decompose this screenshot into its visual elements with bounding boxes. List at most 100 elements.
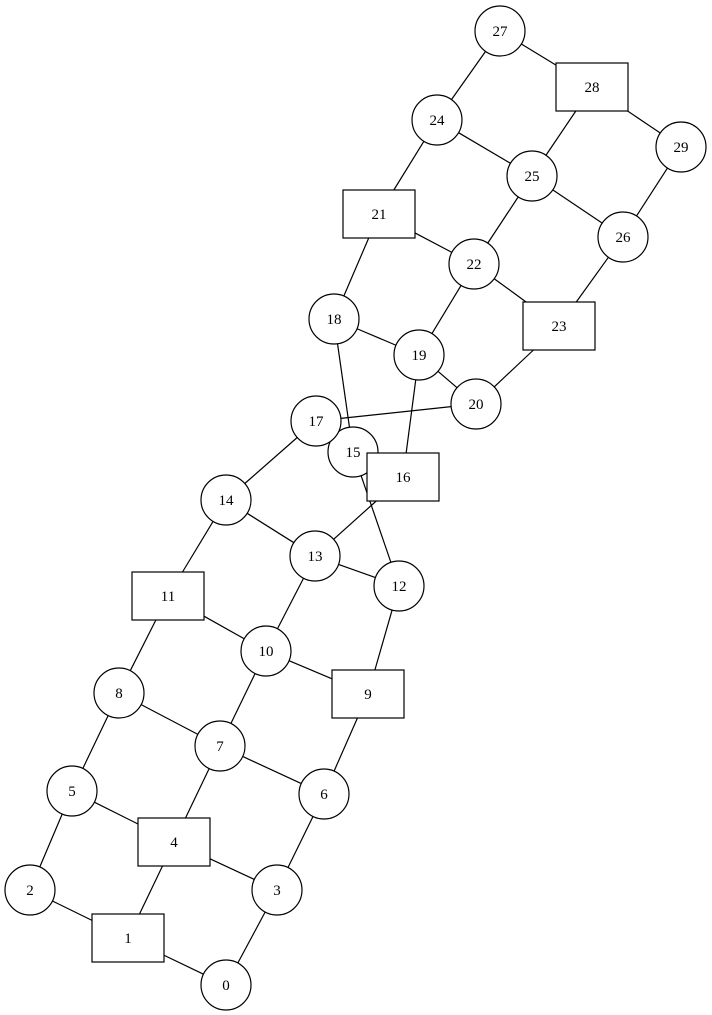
node-label: 14 xyxy=(219,493,235,509)
node-24: 24 xyxy=(411,94,463,146)
edge-22-25 xyxy=(487,196,519,244)
node-circle xyxy=(450,378,502,430)
edge-21-22 xyxy=(414,232,453,253)
node-label: 19 xyxy=(412,348,427,364)
edge-18-21 xyxy=(343,237,370,297)
edge-13-16 xyxy=(333,500,377,540)
node-13: 13 xyxy=(289,530,341,582)
edge-7-10 xyxy=(230,673,256,724)
edge-15-18 xyxy=(336,343,351,428)
node-label: 20 xyxy=(469,397,484,413)
node-circle xyxy=(308,293,360,345)
node-15: 15 xyxy=(327,426,379,478)
node-1: 1 xyxy=(91,913,165,963)
node-27: 27 xyxy=(474,5,526,57)
node-11: 11 xyxy=(131,571,205,621)
node-circle xyxy=(298,768,350,820)
edge-25-28 xyxy=(545,110,577,156)
node-label: 13 xyxy=(308,549,323,565)
edge-14-17 xyxy=(244,437,298,484)
node-circle xyxy=(290,395,342,447)
node-circle xyxy=(4,864,56,916)
edge-4-7 xyxy=(184,768,210,819)
node-label: 15 xyxy=(346,445,361,461)
edge-28-29 xyxy=(627,110,661,134)
edge-23-26 xyxy=(575,256,609,303)
edge-9-12 xyxy=(374,609,393,671)
node-circle xyxy=(655,121,707,173)
edge-20-23 xyxy=(493,349,534,388)
node-label: 5 xyxy=(68,784,76,800)
edge-18-19 xyxy=(356,328,397,346)
node-3: 3 xyxy=(251,864,303,916)
edge-2-5 xyxy=(39,813,63,868)
edge-3-6 xyxy=(287,816,314,868)
edge-17-20 xyxy=(340,406,452,419)
edge-6-7 xyxy=(242,755,302,785)
node-circle xyxy=(289,530,341,582)
node-20: 20 xyxy=(450,378,502,430)
edge-10-13 xyxy=(276,577,305,630)
node-4: 4 xyxy=(137,817,211,867)
node-circle xyxy=(411,94,463,146)
edge-21-24 xyxy=(393,140,425,191)
node-circle xyxy=(93,667,145,719)
node-box xyxy=(366,452,440,502)
node-22: 22 xyxy=(448,238,500,290)
node-2: 2 xyxy=(4,864,56,916)
edge-24-25 xyxy=(458,132,511,164)
node-label: 24 xyxy=(430,113,446,129)
node-label: 25 xyxy=(525,169,540,185)
edge-22-23 xyxy=(493,278,527,303)
node-box xyxy=(555,62,629,112)
node-label: 29 xyxy=(674,140,689,156)
edge-4-5 xyxy=(94,801,139,825)
node-label: 18 xyxy=(327,312,342,328)
node-circle xyxy=(506,150,558,202)
edge-3-4 xyxy=(209,858,255,880)
node-box xyxy=(522,301,596,351)
node-label: 17 xyxy=(309,414,325,430)
edge-0-3 xyxy=(237,911,266,964)
edge-26-29 xyxy=(636,167,668,217)
node-label: 1 xyxy=(124,931,132,947)
node-28: 28 xyxy=(555,62,629,112)
edge-19-22 xyxy=(431,285,462,334)
edge-5-8 xyxy=(82,715,109,769)
node-label: 8 xyxy=(115,686,123,702)
node-circle xyxy=(46,765,98,817)
node-8: 8 xyxy=(93,667,145,719)
node-label: 2 xyxy=(26,883,34,899)
node-label: 6 xyxy=(320,787,328,803)
node-circle xyxy=(200,474,252,526)
node-17: 17 xyxy=(290,395,342,447)
node-26: 26 xyxy=(597,211,649,263)
node-16: 16 xyxy=(366,452,440,502)
edge-24-27 xyxy=(450,51,487,100)
node-circle xyxy=(240,625,292,677)
node-7: 7 xyxy=(194,720,246,772)
edge-19-20 xyxy=(437,370,458,389)
node-box xyxy=(137,817,211,867)
edge-12-13 xyxy=(338,563,376,579)
edge-13-14 xyxy=(246,512,295,544)
node-label: 3 xyxy=(273,883,281,899)
node-0: 0 xyxy=(200,959,252,1011)
node-label: 21 xyxy=(372,207,387,223)
node-circle xyxy=(251,864,303,916)
node-19: 19 xyxy=(393,329,445,381)
node-label: 7 xyxy=(216,739,224,755)
edge-9-10 xyxy=(288,660,333,680)
node-box xyxy=(91,913,165,963)
node-12: 12 xyxy=(373,560,425,612)
node-label: 16 xyxy=(396,470,412,486)
node-circle xyxy=(194,720,246,772)
node-circle xyxy=(327,426,379,478)
edge-10-11 xyxy=(203,615,245,640)
edge-8-11 xyxy=(129,619,157,671)
node-18: 18 xyxy=(308,293,360,345)
node-circle xyxy=(393,329,445,381)
node-label: 12 xyxy=(392,579,407,595)
